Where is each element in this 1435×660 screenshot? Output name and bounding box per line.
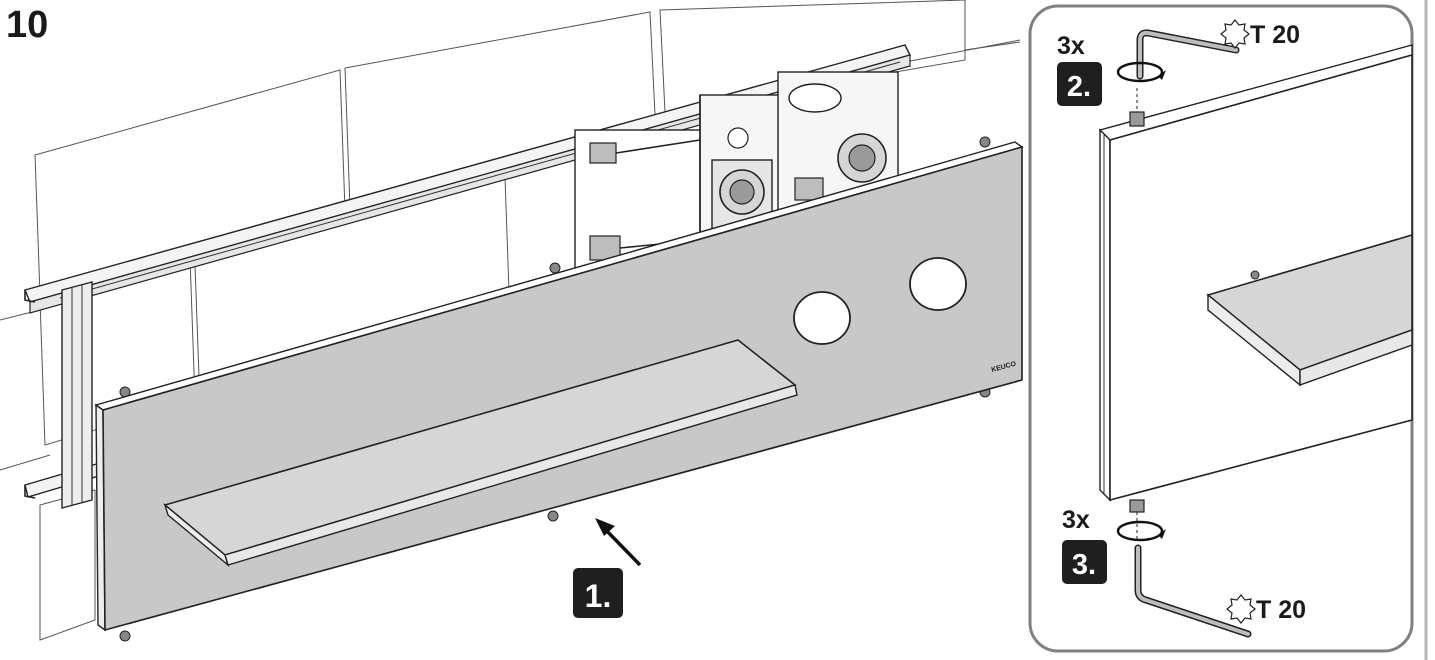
hex-key-top <box>1136 29 1240 80</box>
step-1-label: 1. <box>585 578 612 614</box>
step-1-badge: 1. <box>573 568 623 618</box>
step-number: 10 <box>6 4 48 46</box>
step-3-label: 3. <box>1072 549 1096 581</box>
detail-inset: 3x 2. T 20 3x 3. T 20 <box>1028 4 1414 653</box>
repeat-count-top: 3x <box>1057 32 1085 60</box>
torx-tool-bottom: T 20 <box>1226 594 1306 624</box>
rotate-arrow-top <box>1116 61 1166 83</box>
hex-key-bottom <box>1134 544 1252 638</box>
mounting-screws <box>119 136 991 642</box>
torx-star-icon <box>1226 594 1256 624</box>
torx-size-bottom: T 20 <box>1256 596 1306 624</box>
rotate-arrow-bottom <box>1116 520 1166 542</box>
step-2-label: 2. <box>1067 71 1091 103</box>
main-scene: KEUCO <box>0 0 1024 642</box>
step-2-badge: 2. <box>1057 62 1102 106</box>
push-arrow <box>595 518 642 567</box>
torx-size-top: T 20 <box>1250 21 1300 49</box>
valve-opening-right <box>909 257 967 311</box>
step-3-badge: 3. <box>1062 540 1107 584</box>
torx-star-icon <box>1220 19 1250 49</box>
vertical-profile <box>61 281 93 509</box>
torx-tool-top: T 20 <box>1220 19 1300 49</box>
repeat-count-bottom: 3x <box>1062 506 1090 534</box>
upper-rail <box>24 44 912 314</box>
shelf <box>163 339 798 568</box>
valve-opening-left <box>793 291 851 345</box>
